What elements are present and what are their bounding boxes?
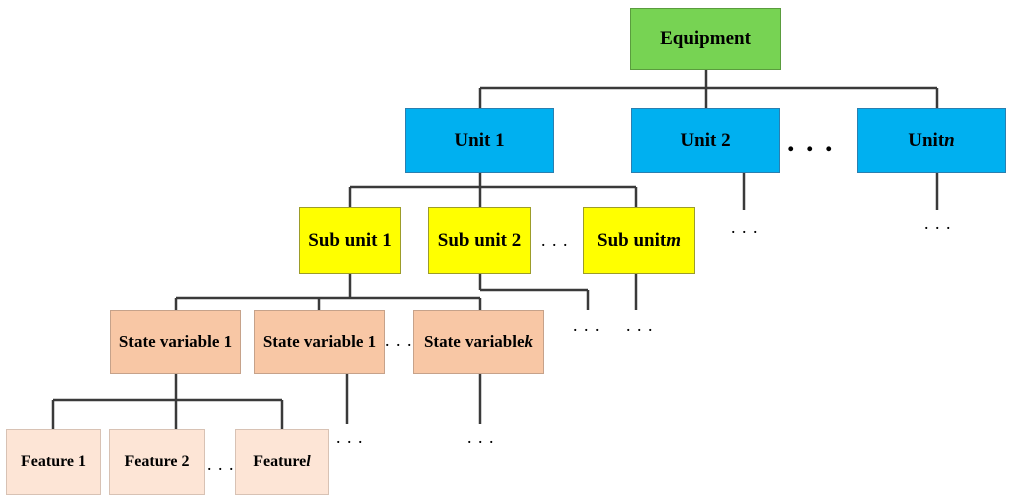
feature-label: Feature 1 (20, 453, 86, 470)
sub-unit-label: Sub unit 1 (308, 229, 392, 251)
state-variable-node-2: State variable 1 (254, 310, 385, 374)
feature-node-1: Feature 1 (6, 429, 101, 495)
sub-unit-label: Sub unit (597, 229, 667, 251)
feature-label: Feature (253, 453, 307, 470)
unit-label: Unit 1 (454, 129, 505, 151)
ellipsis-state2-children: . . . (336, 427, 364, 447)
feature-node-2: Feature 2 (109, 429, 205, 495)
ellipsis-units: . . . (787, 125, 835, 158)
feature-node-l: Feature l (235, 429, 329, 495)
unit-node-2: Unit 2 (631, 108, 780, 173)
feature-label-italic: l (306, 453, 311, 470)
ellipsis-subunit2-children: . . . (573, 315, 601, 335)
sub-unit-node-2: Sub unit 2 (428, 207, 531, 274)
state-variable-label: State variable 1 (262, 332, 377, 351)
sub-unit-node-m: Sub unit m (583, 207, 695, 274)
state-variable-label: State variable 1 (118, 332, 233, 351)
ellipsis-statek-children: . . . (467, 427, 495, 447)
equipment-label: Equipment (660, 28, 751, 49)
ellipsis-subunitm-children: . . . (626, 315, 654, 335)
ellipsis-unit2-children: . . . (731, 217, 759, 237)
feature-label: Feature 2 (124, 453, 190, 470)
unit-label-italic: n (944, 129, 955, 151)
state-variable-label-italic: k (524, 332, 534, 351)
unit-label: Unit (908, 129, 945, 151)
sub-unit-label-italic: m (666, 229, 681, 251)
state-variable-node-1: State variable 1 (110, 310, 241, 374)
unit-node-n: Unit n (857, 108, 1006, 173)
ellipsis-state-variables: . . . (385, 330, 413, 350)
ellipsis-unitn-children: . . . (924, 213, 952, 233)
state-variable-node-k: State variable k (413, 310, 544, 374)
equipment-node: Equipment (630, 8, 781, 70)
ellipsis-subunits: . . . (541, 230, 569, 250)
sub-unit-label: Sub unit 2 (437, 229, 522, 251)
unit-node-1: Unit 1 (405, 108, 554, 173)
ellipsis-features: . . . (207, 454, 235, 474)
sub-unit-node-1: Sub unit 1 (299, 207, 401, 274)
unit-label: Unit 2 (680, 129, 731, 151)
state-variable-label: State variable (423, 332, 525, 351)
